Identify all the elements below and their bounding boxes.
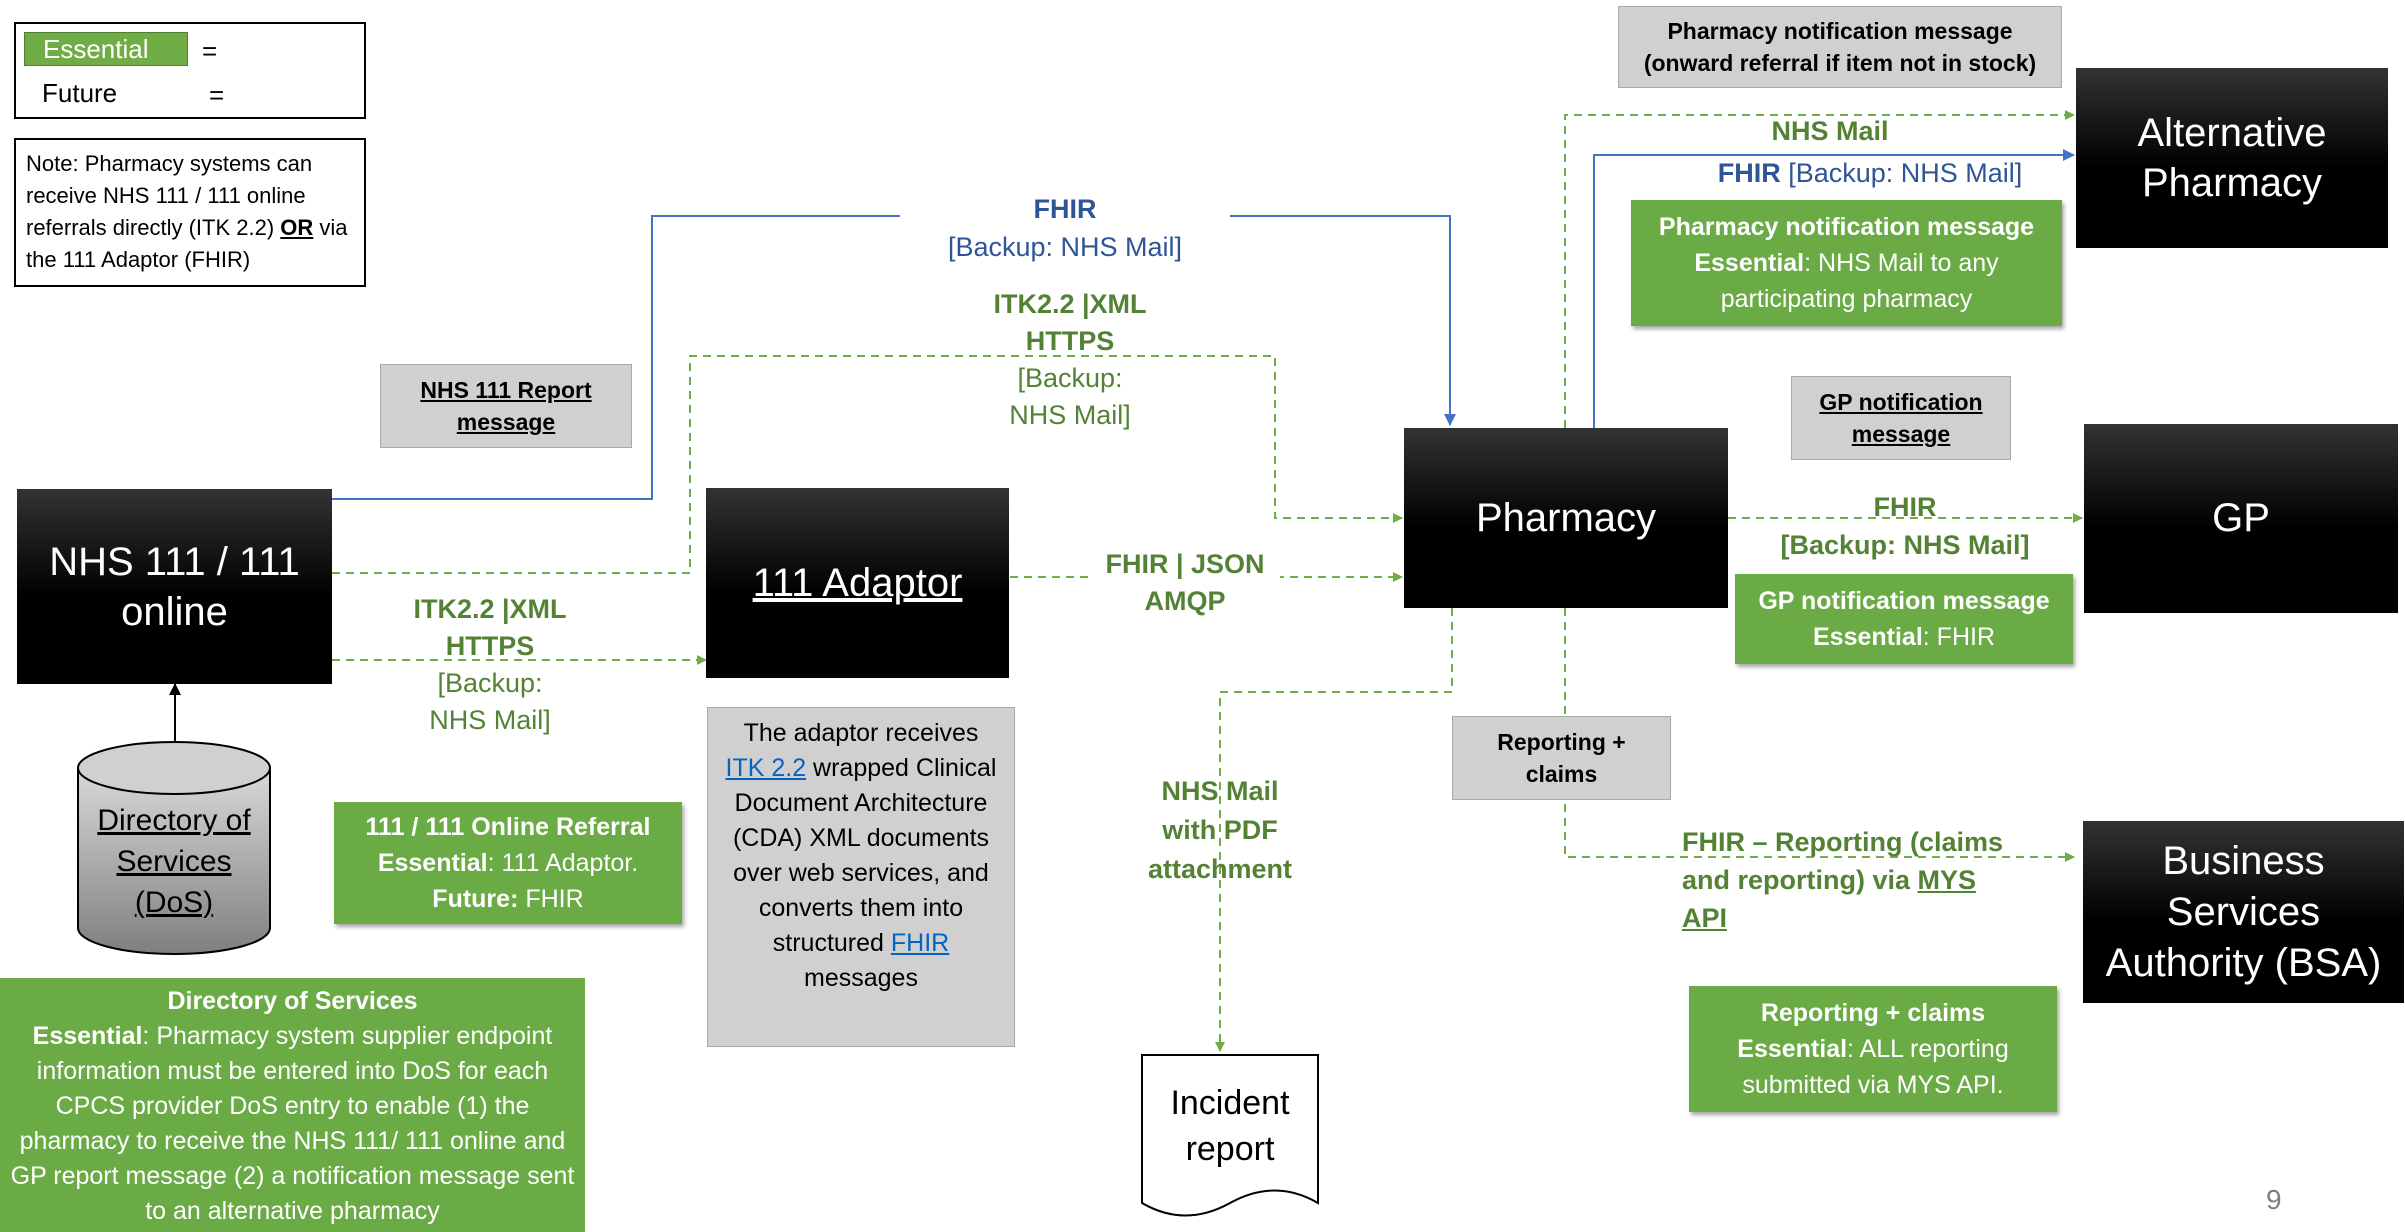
alt-fhir-label: FHIR [Backup: NHS Mail] [1717, 158, 2023, 188]
bsa-reporting-label: FHIR – Reporting (claims and reporting) … [1682, 827, 2004, 933]
note-box: Note: Pharmacy systems can receive NHS 1… [14, 138, 366, 287]
fhir-json-label: FHIR | JSON AMQP [1090, 546, 1280, 620]
legend-future-label: Future [42, 78, 118, 108]
gp-label: GP [2212, 496, 2270, 540]
nhs111-node: NHS 111 / 111 online [17, 489, 332, 684]
legend-essential-swatch: Essential [24, 32, 188, 66]
gp-node: GP [2084, 424, 2398, 613]
reporting-claims-gray-label: Reporting + claims [1452, 716, 1671, 800]
dos-label: Directory of Services (DoS) [97, 804, 251, 919]
nhs111-to-pharmacy-future [332, 215, 1456, 500]
bsa-node: Business Services Authority (BSA) [2083, 821, 2404, 1003]
fhir-top-label: FHIR [Backup: NHS Mail] [900, 190, 1230, 266]
pharm-notif-line1: Pharmacy notification message [1667, 18, 2013, 44]
pharmacy-to-incident [1215, 608, 1453, 1052]
incident-report-label: Incident report [1170, 1084, 1290, 1168]
nhsmail-pdf-label: NHS Mail with PDF attachment [1147, 776, 1293, 884]
gp-notification-gray-label: GP notification message [1791, 376, 2011, 460]
incident-report-shape [1141, 1054, 1319, 1217]
pharmacy-notification-gray-label: Pharmacy notification message (onward re… [1618, 6, 2062, 88]
pharmacy-to-alt-fhir [1593, 149, 2075, 428]
pharmacy-to-alt-nhsmail [1564, 110, 2075, 428]
gp-fhir-label: FHIR [Backup: NHS Mail] [1780, 492, 2030, 560]
pharmacy-label: Pharmacy [1475, 495, 1657, 540]
note-prefix: Note: Pharmacy systems can receive NHS 1… [26, 151, 313, 240]
itk-left-label: ITK2.2 |XML HTTPS [Backup: NHS Mail] [413, 594, 567, 735]
adaptor-label: 111 Adaptor [752, 560, 963, 605]
alt-pharmacy-label: Alternative Pharmacy [2137, 111, 2327, 205]
alt-nhsmail-label: NHS Mail [1771, 116, 1889, 146]
note-suffix: via the 111 Adaptor (FHIR) [26, 215, 348, 272]
nhs111-report-message-label: NHS 111 Report message [380, 364, 632, 448]
page-number: 9 [2266, 1184, 2282, 1215]
bsa-label: Business Services Authority (BSA) [2105, 838, 2382, 985]
pharmacy-node: Pharmacy [1404, 428, 1728, 608]
gp-notification-green-box: GP notification message Essential: FHIR [1735, 574, 2073, 664]
pharmacy-to-bsa [1564, 608, 2075, 862]
pharmacy-notification-green-box: Pharmacy notification message Essential:… [1631, 200, 2062, 326]
legend-equals-2: = [209, 80, 225, 110]
dos-cylinder [77, 741, 271, 955]
note-or: OR [280, 215, 314, 240]
referral-green-box: 111 / 111 Online Referral Essential: 111… [334, 802, 682, 924]
fhir-link[interactable]: FHIR [890, 929, 950, 957]
reporting-green-box: Reporting + claims Essential: ALL report… [1689, 986, 2057, 1112]
itk-top-label: ITK2.2 |XML HTTPS [Backup: NHS Mail] [993, 289, 1147, 430]
legend-essential-label: Essential [43, 34, 149, 64]
pharm-notif-line2: (onward referral if item not in stock) [1643, 50, 2037, 76]
adaptor-node: 111 Adaptor [706, 488, 1009, 678]
dos-green-box: Directory of Services Essential: Pharmac… [0, 978, 585, 1232]
nhs111-label: NHS 111 / 111 online [49, 539, 300, 634]
adaptor-description: The adaptor receives ITK 2.2 wrapped Cli… [707, 707, 1015, 1047]
legend: Essential = Future = [14, 22, 366, 119]
legend-equals-1: = [202, 36, 218, 66]
nhs111-to-pharmacy-itk [332, 355, 1403, 574]
itk-link[interactable]: ITK 2.2 [725, 754, 807, 782]
alt-pharmacy-node: Alternative Pharmacy [2076, 68, 2388, 248]
